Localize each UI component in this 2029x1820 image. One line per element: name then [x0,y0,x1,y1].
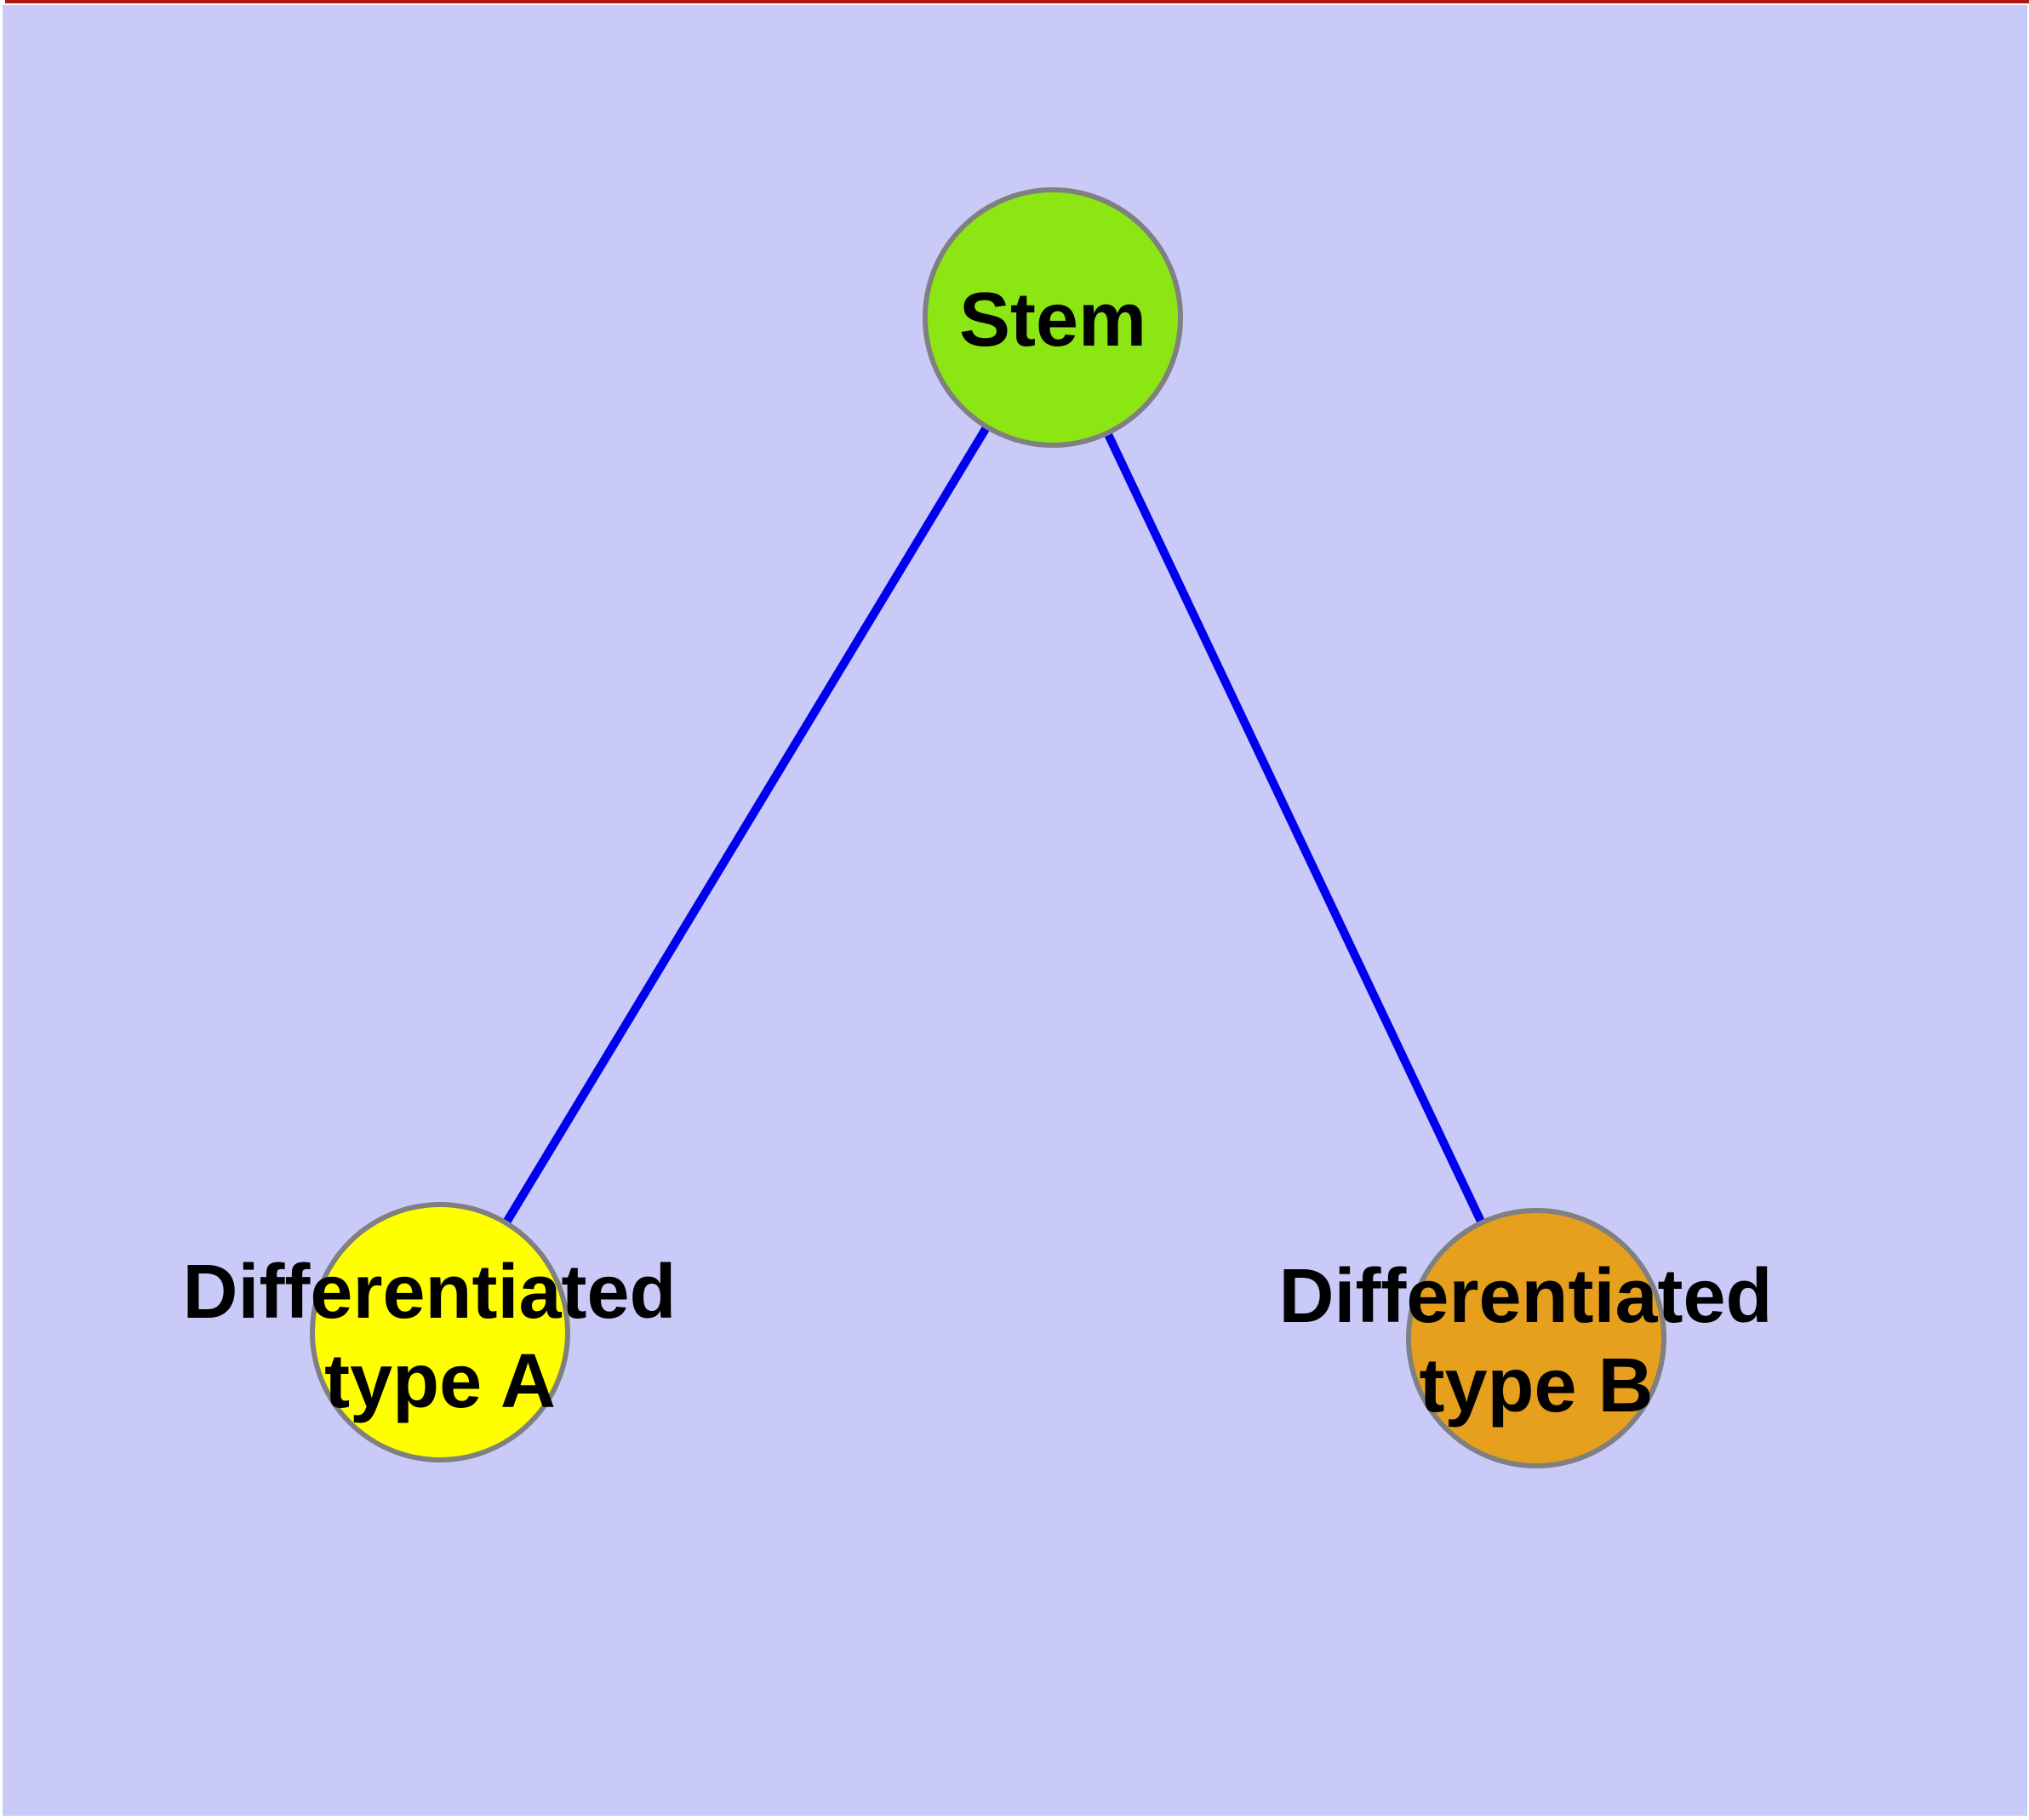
node-type-a-label-line-1: Differentiated [182,1250,676,1335]
top-edge-strip [5,0,2029,3]
node-stem-circle [923,187,1183,448]
node-type-b-circle [1406,1208,1666,1468]
node-type-b-label-line-2: type B [1419,1343,1653,1428]
edge-stem-to-type-b [1049,315,1540,1341]
node-stem-label-line-1: Stem [959,278,1146,363]
edge-stem-to-type-a [436,315,1057,1335]
node-stem-label: Stem [959,278,1146,363]
node-type-b-label-line-1: Differentiated [1278,1254,1772,1339]
node-type-a-circle [310,1202,570,1462]
node-type-b-label: Differentiated type B [1278,1254,1793,1428]
node-type-a-label: Differentiated type A [182,1250,697,1424]
node-type-a-label-line-2: type A [324,1339,556,1424]
